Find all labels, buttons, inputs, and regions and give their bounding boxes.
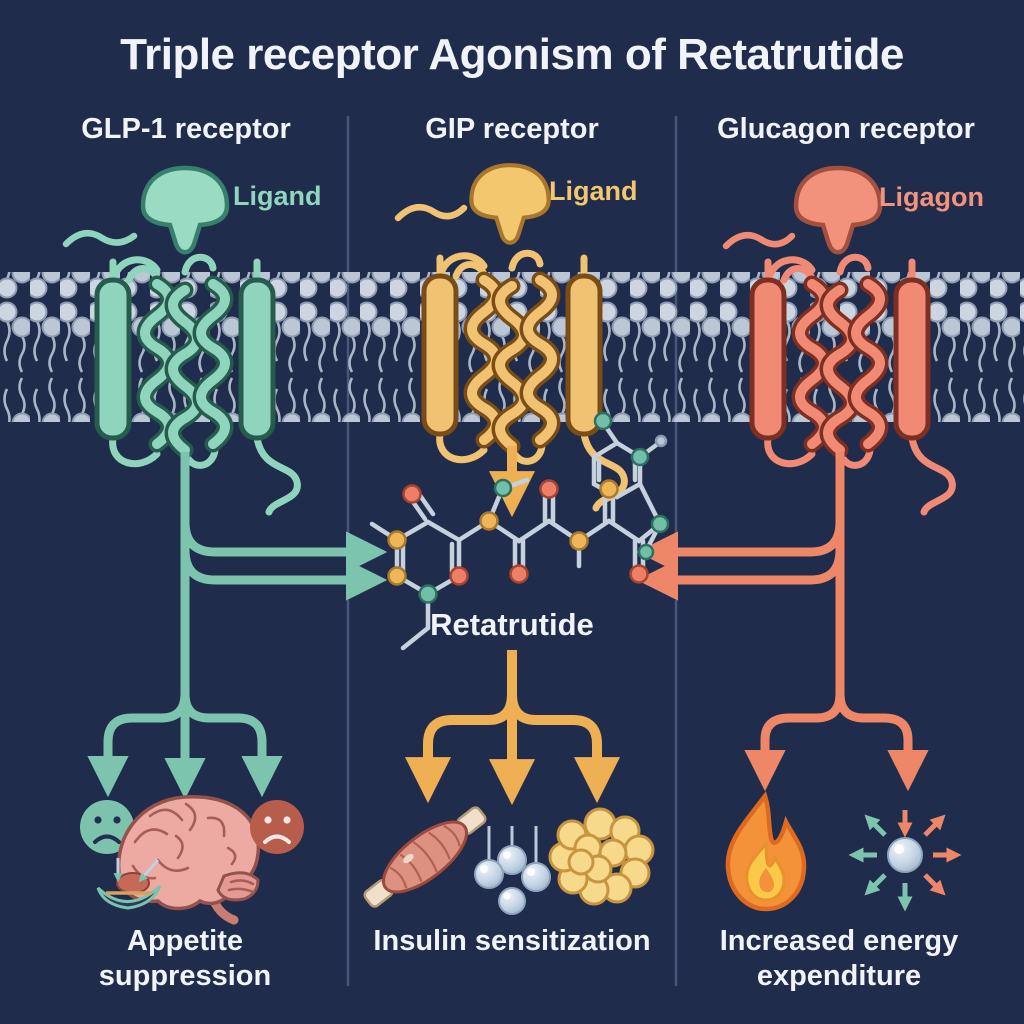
glucagon-flow-arrows [636,452,929,792]
gip-ligand-label: Ligand [549,176,638,206]
glp1-ligand-label: Ligand [233,181,322,211]
outcome-increased-energy-expenditure: Increased energy expenditure [719,925,959,993]
column-header-gip: GIP receptor [425,113,599,145]
diagram-title: Triple receptor Agonism of Retatrutide [120,30,904,79]
outcome-appetite-suppression: Appetite suppression [98,925,272,993]
insulin-molecules-icon [474,826,551,915]
column-header-glp1: GLP-1 receptor [81,113,291,145]
glucagon-ligand-label: Ligagon [879,182,984,212]
angry-face-icon [250,800,304,854]
gip-ligand-icon [471,165,549,243]
glp1-ligand-icon [143,168,227,253]
glucagon-ligand-icon [796,168,880,253]
molecule-label: Retatrutide [430,607,594,642]
fat-cells-icon [548,807,655,906]
sad-face-icon [80,800,134,854]
muscle-icon [363,806,487,908]
energy-burst-icon [848,810,962,912]
outcome-insulin-sensitization: Insulin sensitization [373,925,651,957]
ligand-squiggles [62,203,796,250]
glp1-flow-arrows [87,452,388,800]
reduced-food-intake-icon [96,858,162,910]
retatrutide-molecule-illustration [369,411,670,651]
flame-icon [725,791,807,912]
brain-icon [116,795,261,925]
gip-flow-arrows [405,446,620,806]
column-header-glucagon: Glucagon receptor [717,113,975,145]
